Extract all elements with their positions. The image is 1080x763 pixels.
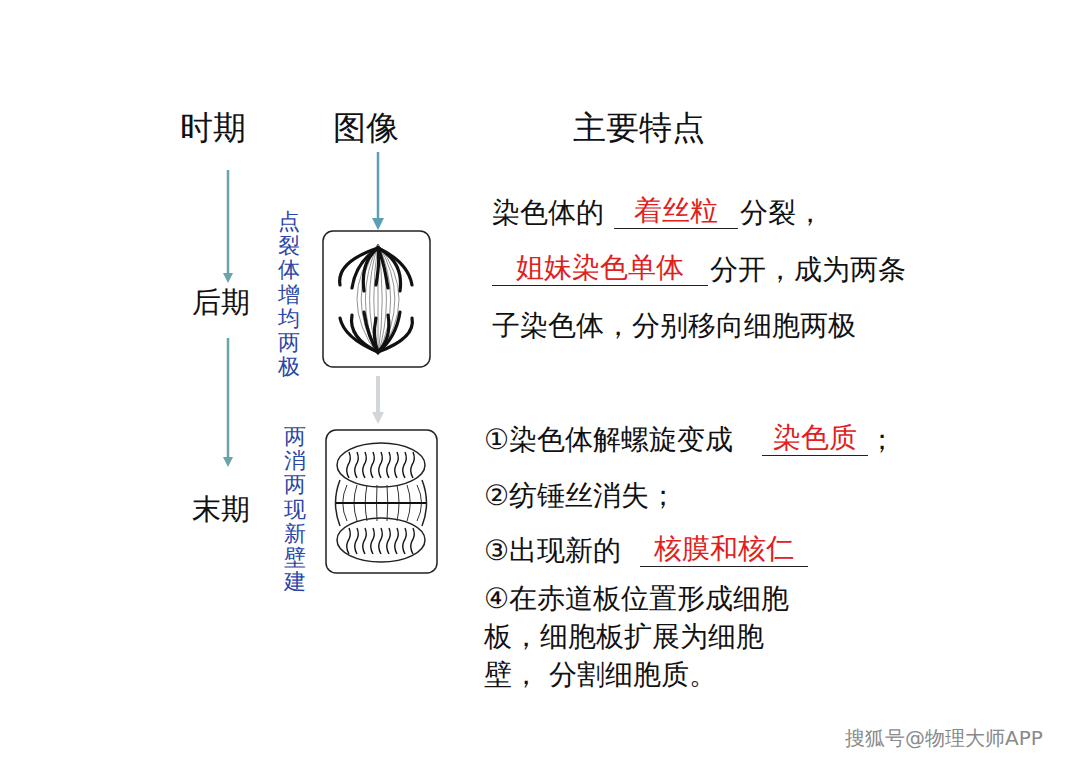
image-frame	[323, 231, 430, 367]
answer-blank: 染色质	[762, 421, 868, 456]
chromatin-strand	[395, 452, 399, 478]
chromosome	[340, 318, 378, 352]
chromatin-strand	[347, 452, 351, 478]
chromatin-strand	[387, 528, 391, 554]
column-header: 时期	[180, 108, 246, 148]
mnemonic: 两消两现新壁建	[284, 425, 306, 594]
spindle-fibre	[374, 244, 378, 355]
mnemonic: 点裂体增均两极	[278, 210, 300, 379]
timeline-arrow	[227, 338, 230, 462]
chromatin-strand	[395, 528, 399, 554]
feature-text: 子染色体，分别移向细胞两极	[492, 309, 856, 343]
chromatin	[347, 452, 415, 554]
phase-name: 末期	[192, 492, 250, 527]
pointer-arrow	[376, 376, 380, 418]
chromosome	[378, 318, 412, 352]
chromatin-strand	[355, 452, 359, 478]
answer-blank: 姐妹染色单体	[492, 251, 708, 286]
image-frame	[326, 430, 437, 573]
chromatin-strand	[403, 528, 407, 554]
cell-outline	[336, 480, 427, 526]
feature-text: ②纺锤丝消失；	[484, 479, 677, 513]
feature-text: 染色体的	[492, 196, 604, 230]
answer-blank: 着丝粒	[614, 194, 738, 229]
column-header: 图像	[333, 108, 399, 148]
chromosome	[376, 248, 379, 285]
chromosome	[363, 248, 378, 291]
chromatin-strand	[379, 528, 383, 554]
telophase-cell	[326, 430, 437, 573]
chromatin-strand	[347, 528, 351, 554]
chromatin-strand	[387, 452, 391, 478]
chromatin-strand	[379, 452, 383, 478]
chromatin-strand	[355, 528, 359, 554]
answer-blank: 核膜和核仁	[640, 532, 808, 567]
feature-text: ①染色体解螺旋变成	[484, 423, 733, 457]
nucleus	[337, 443, 425, 487]
chromosome	[364, 312, 378, 352]
chromosome	[374, 318, 378, 352]
chromosomes	[340, 248, 413, 352]
chromatin-strand	[363, 528, 367, 554]
pointer-arrow	[377, 152, 380, 224]
chromosome	[378, 248, 412, 285]
chromatin-strand	[411, 452, 415, 478]
feature-text: ③出现新的	[484, 534, 621, 568]
column-header: 主要特点	[573, 108, 705, 148]
cell-plate	[336, 502, 426, 504]
nucleus	[337, 518, 425, 562]
chromatin-strand	[371, 452, 375, 478]
chromatin-strand	[403, 452, 407, 478]
feature-text: ；	[868, 423, 896, 457]
timeline-arrow	[227, 170, 230, 278]
chromatin-strand	[363, 452, 367, 478]
chromatin-strand	[371, 528, 375, 554]
phase-name: 后期	[192, 285, 250, 320]
watermark: 搜狐号@物理大师APP	[845, 726, 1043, 750]
anaphase-cell	[323, 231, 430, 367]
feature-text: ④在赤道板位置形成细胞 板，细胞板扩展为细胞 壁， 分割细胞质。	[484, 580, 800, 694]
feature-text: 分开，成为两条	[710, 253, 906, 287]
chromatin-strand	[411, 528, 415, 554]
feature-text: 分裂，	[740, 196, 824, 230]
